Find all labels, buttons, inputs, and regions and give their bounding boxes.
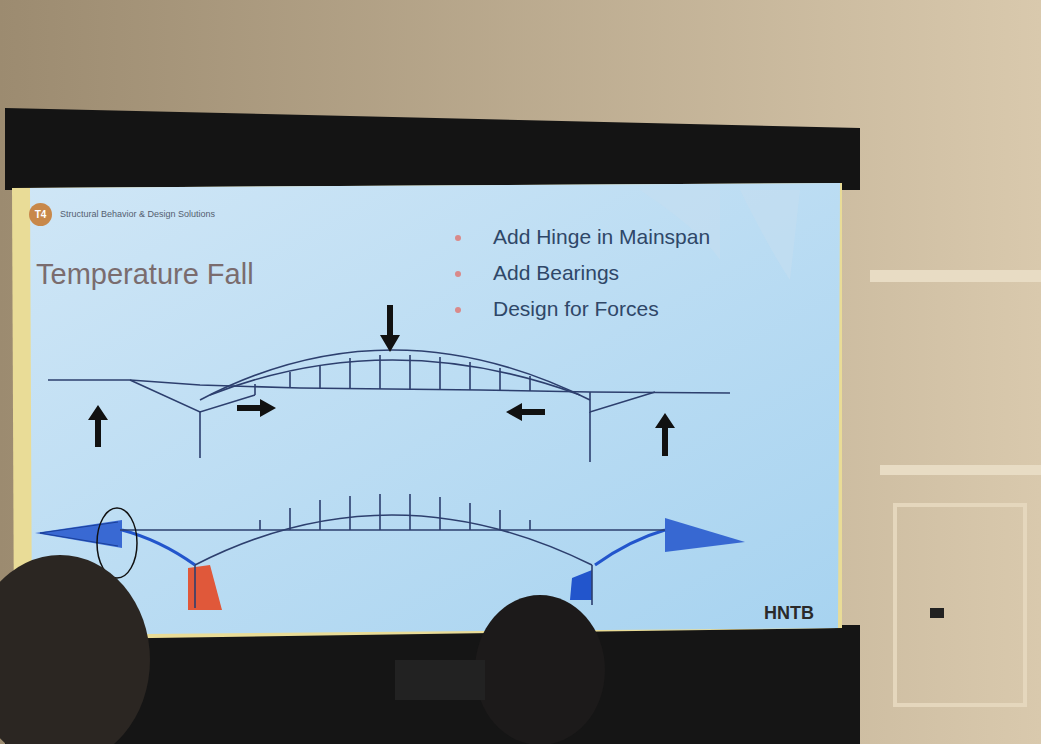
wall-sign	[930, 608, 944, 618]
screen-edge	[12, 183, 842, 640]
screen-frame-top	[5, 108, 860, 190]
bullet-dot	[455, 235, 461, 241]
bullet-text: Design for Forces	[493, 297, 659, 321]
hinge-callout	[97, 508, 137, 578]
bridge-model	[120, 494, 665, 608]
logo-text: HNTB	[764, 603, 814, 624]
badge-text: T4	[35, 209, 47, 220]
slide-ground	[30, 183, 840, 635]
wall-panel	[895, 505, 1025, 705]
audience-head	[475, 595, 605, 744]
bullet-dot	[455, 271, 461, 277]
projector	[395, 660, 485, 700]
audience-head	[0, 555, 150, 744]
bullet-text: Add Bearings	[493, 261, 619, 285]
badge-circle: T4	[29, 203, 52, 226]
deflected-bridge	[48, 350, 730, 462]
slide-title: Temperature Fall	[36, 258, 254, 291]
bullet-text: Add Hinge in Mainspan	[493, 225, 710, 249]
section-header: Structural Behavior & Design Solutions	[60, 209, 215, 219]
wall-molding	[880, 465, 1041, 475]
force-diagram	[35, 518, 745, 610]
force-arrows	[88, 305, 675, 456]
bullet-dot	[455, 307, 461, 313]
wall-molding	[870, 270, 1041, 282]
